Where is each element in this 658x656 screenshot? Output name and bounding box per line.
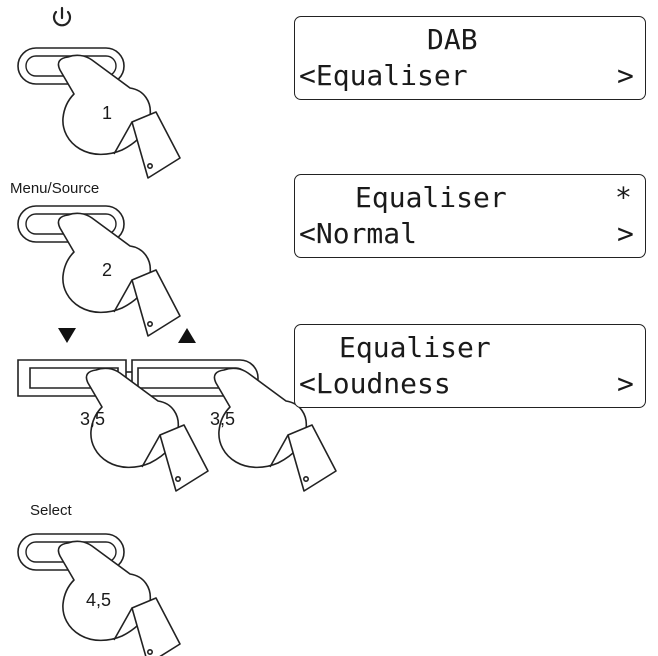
lcd3-line2: <Loudness <box>299 367 451 400</box>
step3-number-right: 3,5 <box>210 409 236 429</box>
lcd3-right-arrow: > <box>617 367 634 400</box>
triangle-down-icon <box>58 328 76 343</box>
step4-label: Select <box>30 502 72 519</box>
triangle-up-icon <box>178 328 196 343</box>
step1-power-icon <box>52 6 72 27</box>
lcd-display-3: Equaliser <Loudness > <box>294 324 646 408</box>
lcd-display-1: DAB <Equaliser > <box>294 16 646 100</box>
lcd2-right-arrow: > <box>617 217 634 250</box>
lcd3-line1: Equaliser <box>339 331 491 364</box>
step2-number: 2 <box>102 260 113 280</box>
lcd2-marker: * <box>615 181 632 214</box>
lcd1-right-arrow: > <box>617 59 634 92</box>
lcd2-line2: <Normal <box>299 217 418 250</box>
step1-number: 1 <box>102 103 113 123</box>
lcd2-line1: Equaliser <box>355 181 507 214</box>
step2-label: Menu/Source <box>10 180 100 197</box>
step3-number-left: 3,5 <box>80 409 106 429</box>
lcd-display-2: Equaliser * <Normal > <box>294 174 646 258</box>
lcd1-line2: <Equaliser <box>299 59 468 92</box>
lcd1-line1: DAB <box>427 23 478 56</box>
step4-number: 4,5 <box>86 590 112 610</box>
